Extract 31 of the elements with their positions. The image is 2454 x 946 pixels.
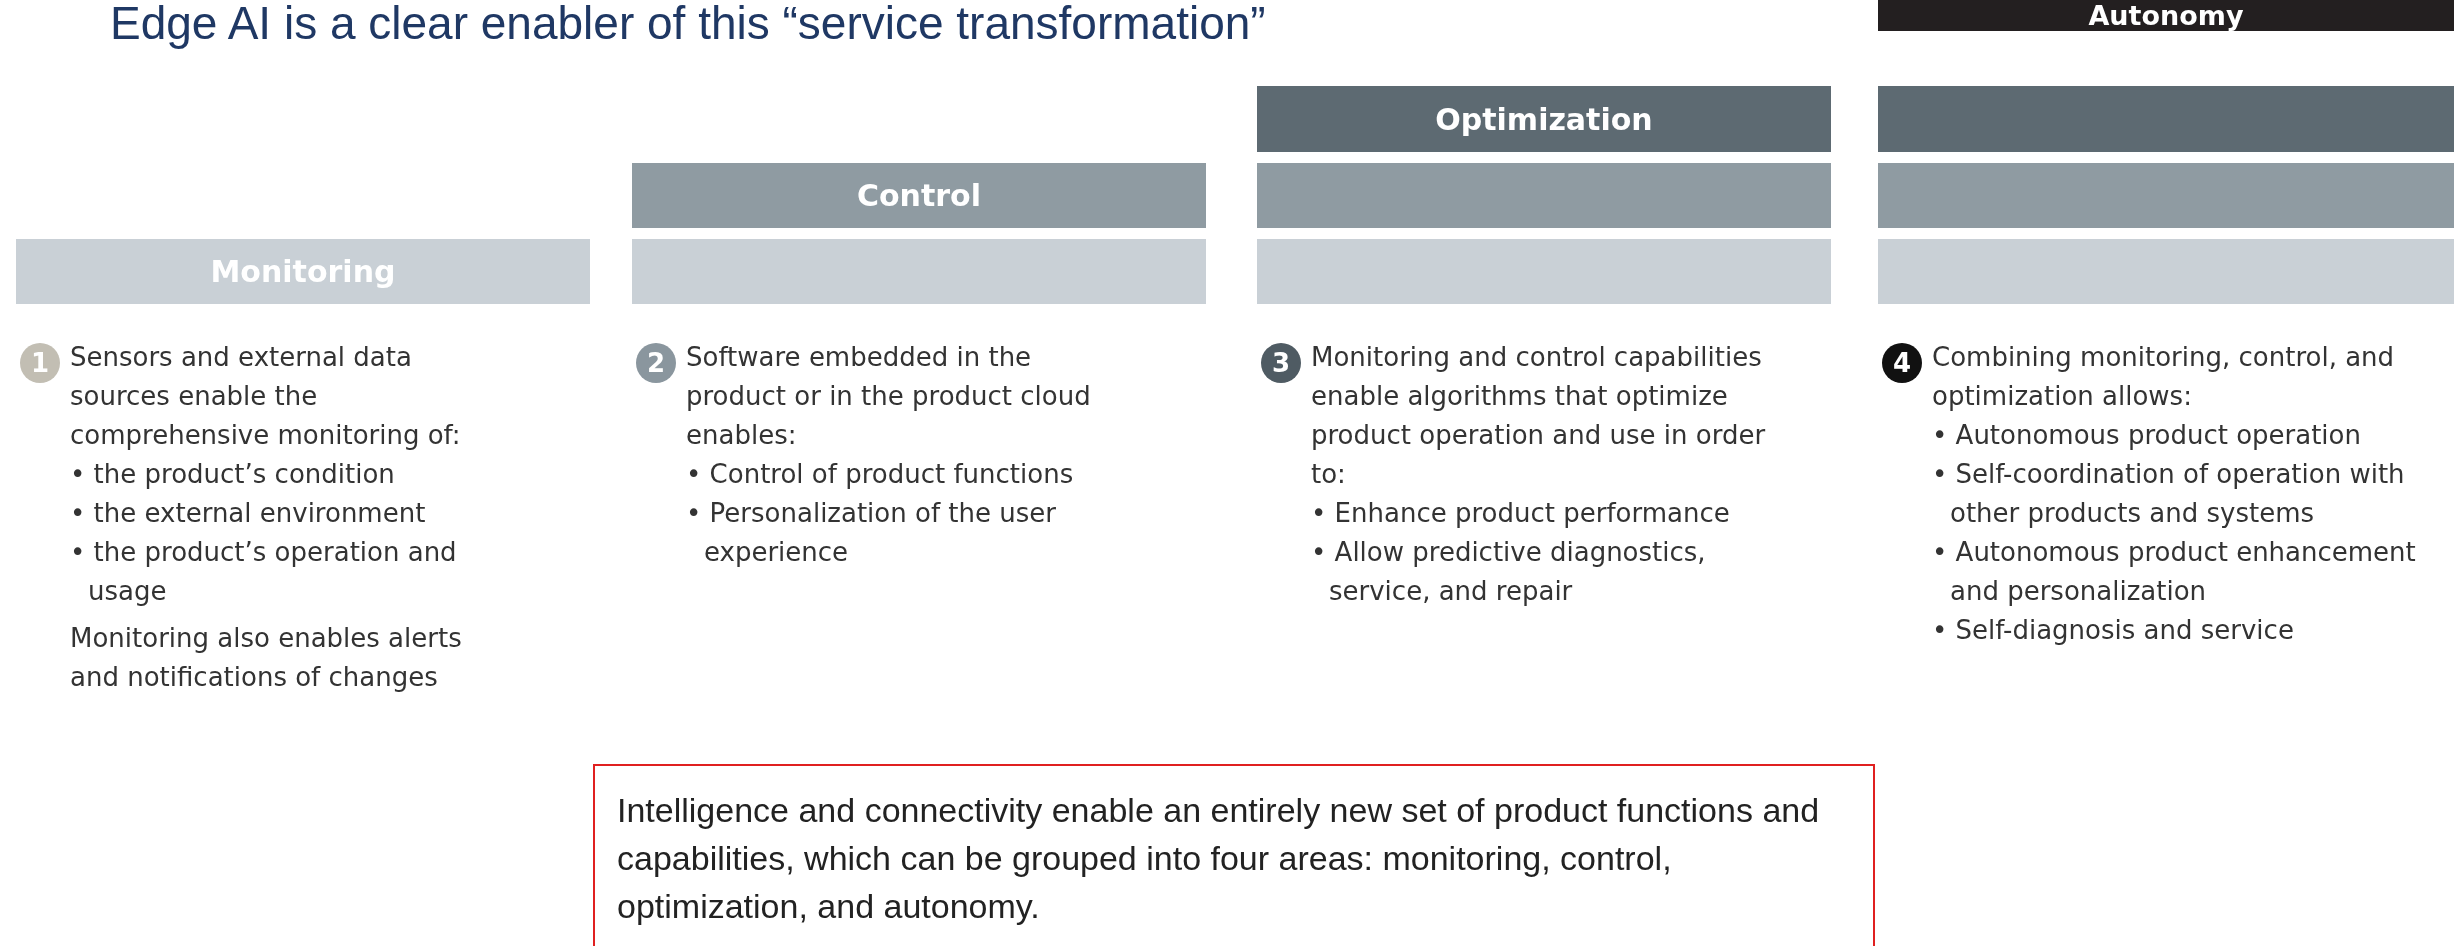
bullet-item: • Self-coordination of operation with other products and systems <box>1932 458 2406 530</box>
note-box: Intelligence and connectivity enable an entirely new set of product functions and capabilities, which can be grouped into four areas: monitoring, control, optimization, and autonomy. <box>593 764 1875 946</box>
bullet-item: • Autonomous product enhancement and personalization <box>1932 536 2417 608</box>
number-circle: 4 <box>1882 343 1922 383</box>
stage-bar <box>1878 86 2454 152</box>
description-text: Monitoring and control capabilities enable algorithms that optimize product operation and use in order to: <box>1311 341 1767 491</box>
stage-header-bar: Autonomy <box>1878 0 2454 31</box>
stage-bar <box>1878 239 2454 304</box>
bullet-item: • Autonomous product operation <box>1932 419 2362 452</box>
number-circle: 3 <box>1261 343 1301 383</box>
number-circle: 2 <box>636 343 676 383</box>
number-circle: 1 <box>20 343 60 383</box>
stage-header-bar: Optimization <box>1257 86 1831 152</box>
description-text: Software embedded in the product or in the product cloud enables: <box>686 341 1092 452</box>
bullet-item: • the product’s condition <box>70 458 396 491</box>
slide-title: Edge AI is a clear enabler of this “service transformation” <box>110 0 1266 50</box>
stage-bar <box>1878 163 2454 228</box>
description-text: Combining monitoring, control, and optimization allows: <box>1932 341 2396 413</box>
bullet-item: • Personalization of the user experience <box>686 497 1057 569</box>
stage-bar <box>632 239 1206 304</box>
stage-header-bar: Control <box>632 163 1206 228</box>
bullet-item: • the product’s operation and usage <box>70 536 458 608</box>
stage-bar <box>1257 163 1831 228</box>
description-text: Monitoring also enables alerts and notifications of changes <box>70 622 463 694</box>
bullet-item: • Control of product functions <box>686 458 1075 491</box>
description-text: Sensors and external data sources enable the comprehensive monitoring of: <box>70 341 462 452</box>
bullet-item: • Enhance product performance <box>1311 497 1731 530</box>
stage-bar <box>1257 239 1831 304</box>
bullet-item: • Self-diagnosis and service <box>1932 614 2295 647</box>
bullet-item: • the external environment <box>70 497 427 530</box>
bullet-item: • Allow predictive diagnostics, service, and repair <box>1311 536 1707 608</box>
